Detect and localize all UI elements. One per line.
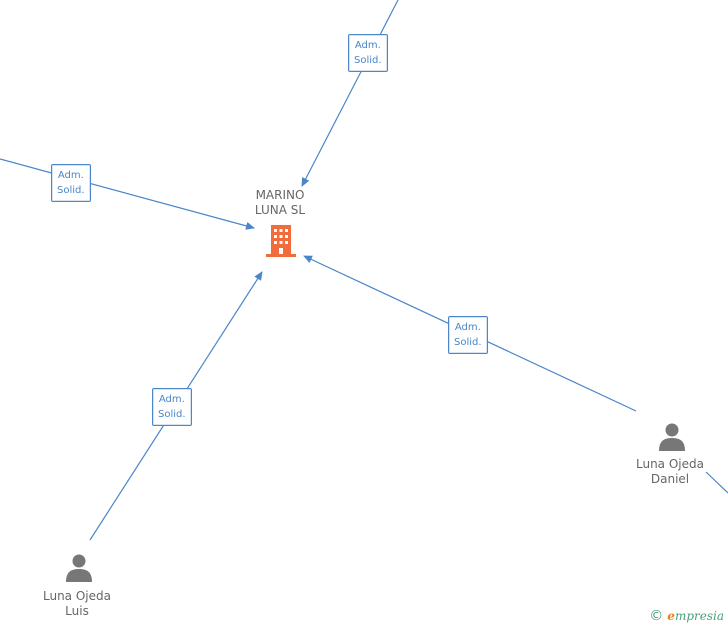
person-name-line2: Daniel xyxy=(650,472,690,486)
relation-label[interactable]: Adm. Solid. xyxy=(448,316,488,354)
relation-line2: Solid. xyxy=(158,409,186,420)
relation-line2: Solid. xyxy=(454,337,482,348)
building-icon[interactable] xyxy=(264,223,298,259)
person-icon[interactable] xyxy=(657,421,687,451)
company-name[interactable]: MARINO LUNA SL xyxy=(255,188,305,218)
brand-logo-letter: e xyxy=(667,609,675,623)
person-name-line1: Luna Ojeda xyxy=(43,589,111,603)
person-name-line1: Luna Ojeda xyxy=(636,457,704,471)
relation-label[interactable]: Adm. Solid. xyxy=(348,34,388,72)
person-icon[interactable] xyxy=(64,552,94,582)
person-name-line2: Luis xyxy=(65,604,89,618)
copyright-symbol: © xyxy=(649,608,664,624)
relation-label[interactable]: Adm. Solid. xyxy=(51,164,91,202)
relation-line1: Adm. xyxy=(354,40,381,51)
relation-line2: Solid. xyxy=(57,185,85,196)
brand-watermark: ©empresia xyxy=(649,608,724,624)
relation-line1: Adm. xyxy=(158,394,185,405)
brand-logo-text: mpresia xyxy=(674,609,724,623)
edge-top-to-company xyxy=(301,0,399,187)
edge-left-to-company xyxy=(0,158,255,230)
person-name-daniel[interactable]: Luna Ojeda Daniel xyxy=(636,457,704,487)
edge-daniel-to-offscreen xyxy=(705,471,728,494)
relation-line2: Solid. xyxy=(354,55,382,66)
relation-label[interactable]: Adm. Solid. xyxy=(152,388,192,426)
person-name-luis[interactable]: Luna Ojeda Luis xyxy=(43,589,111,619)
company-name-line1: MARINO xyxy=(255,188,305,202)
relation-line1: Adm. xyxy=(57,170,84,181)
company-name-line2: LUNA SL xyxy=(254,203,306,217)
relation-line1: Adm. xyxy=(454,322,481,333)
